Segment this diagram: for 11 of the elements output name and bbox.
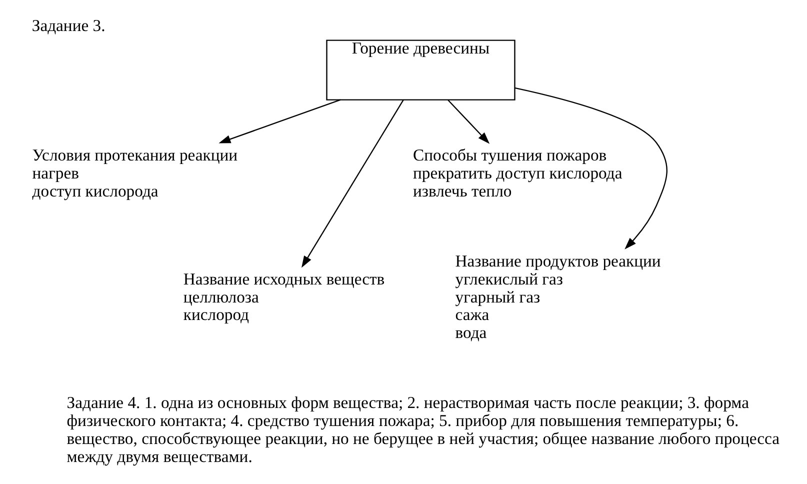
arrow [514, 87, 668, 250]
caption: Задание 4. 1. одна из основных форм вещества; 2. нерастворимая часть после реакции; 3. форма физического контакта; 4. средство тушения пожара; 5. прибор для повышения температуры; 6. вещество, способствующее реакции, но не берущее в ней участия; общее название любого процесса между двумя веществами. [66, 393, 780, 466]
node-text: Название продуктов реакции углекислый газ угарный газ сажа вода [455, 252, 661, 342]
arrow [302, 100, 404, 268]
diagram-title: Задание 3. [32, 16, 106, 36]
arrow [448, 100, 490, 144]
node-box: Горение древесины [326, 40, 516, 100]
node-text: Условия протекания реакции нагрев доступ кислорода [32, 146, 238, 200]
node-text: Способы тушения пожаров прекратить доступ кислорода извлечь тепло [413, 146, 622, 200]
node-text: Название исходных веществ целлюлоза кислород [183, 269, 385, 324]
arrow [218, 99, 341, 144]
